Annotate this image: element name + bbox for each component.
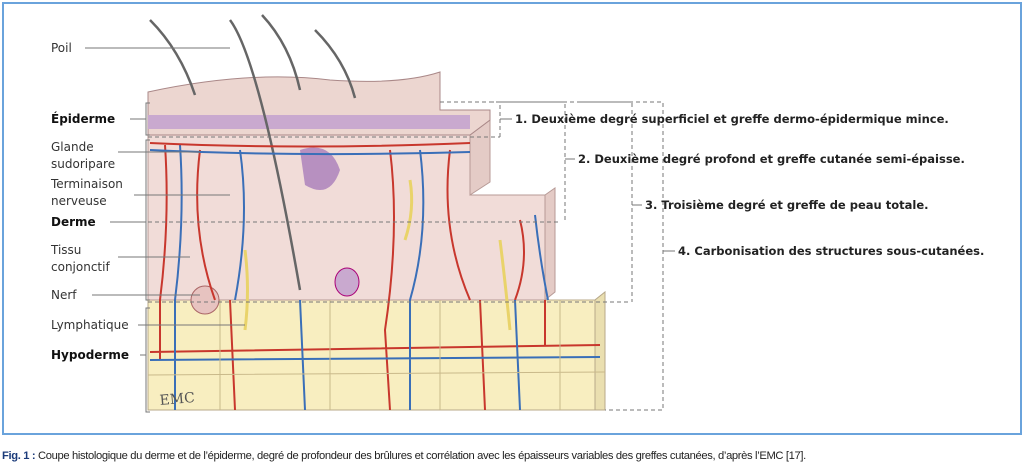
sweat-gland-bulb <box>300 147 340 190</box>
adipose-cells <box>147 300 606 410</box>
nerves <box>243 179 512 331</box>
hypodermis-side <box>594 290 606 411</box>
label-degree-2: 2. Deuxième degré profond et greffe cuta… <box>578 152 965 166</box>
caption-prefix: Fig. 1 : <box>2 450 36 462</box>
label-glande-line1: Glande <box>51 140 94 154</box>
label-derme: Derme <box>51 215 96 229</box>
label-terminaison-line2: nerveuse <box>51 194 107 208</box>
label-degree-3: 3. Troisième degré et greffe de peau tot… <box>645 198 929 212</box>
hair-follicle-bulb <box>334 267 360 297</box>
label-terminaison-line1: Terminaison <box>51 177 123 191</box>
skin-cross-section-illustration: EMC <box>85 14 675 413</box>
blood-vessels <box>149 142 601 411</box>
label-lymphatique: Lymphatique <box>51 318 129 332</box>
hair-shafts <box>149 14 357 291</box>
caption-text: Coupe histologique du derme et de l’épid… <box>35 450 806 462</box>
dermis-step2-side <box>544 187 556 302</box>
emc-logo: EMC <box>159 390 196 409</box>
right-label-connectors <box>500 118 675 252</box>
label-epiderme: Épiderme <box>51 112 116 126</box>
left-leader-lines <box>85 47 245 356</box>
label-glande-line2: sudoripare <box>51 157 116 171</box>
label-tissu-line2: conjonctif <box>51 260 110 274</box>
figure-caption: Fig. 1 : Coupe histologique du derme et … <box>2 450 806 462</box>
figure-frame <box>2 2 1022 435</box>
label-tissu-line1: Tissu <box>51 243 82 257</box>
label-degree-1: 1. Deuxième degré superficiel et greffe … <box>515 112 949 126</box>
label-poil: Poil <box>51 41 72 55</box>
depth-level-lines <box>148 101 664 411</box>
label-hypoderme: Hypoderme <box>51 348 129 362</box>
epidermis-layer <box>148 115 470 129</box>
label-degree-4: 4. Carbonisation des structures sous-cut… <box>678 244 985 258</box>
label-nerf: Nerf <box>51 288 77 302</box>
